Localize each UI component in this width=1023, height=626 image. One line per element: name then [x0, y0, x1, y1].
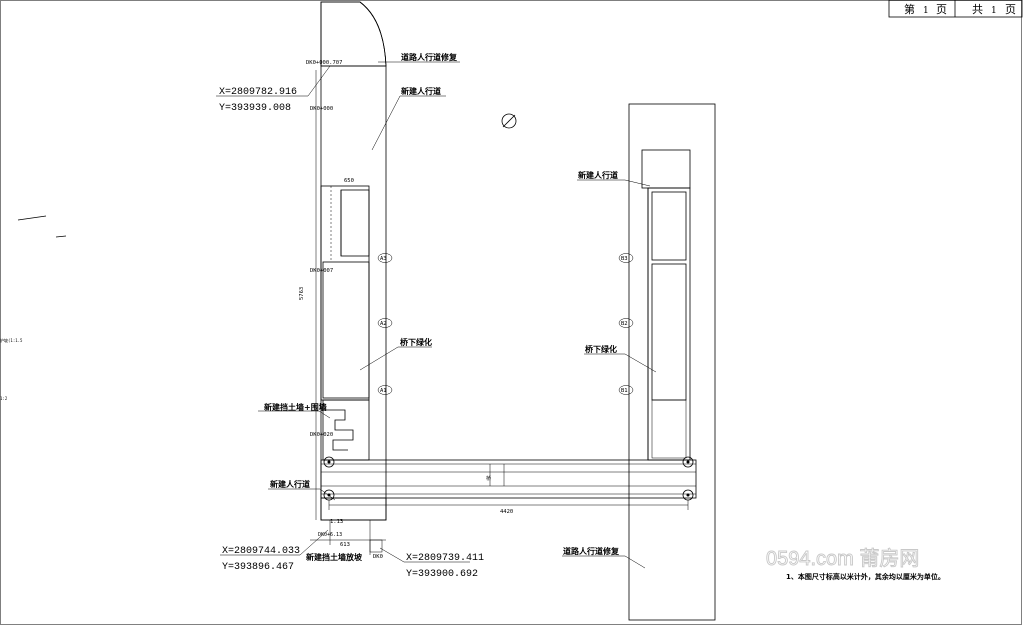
left-annotations: X=2809782.916 Y=393939.008 新建挡土墙+围墙 新建人行…	[216, 60, 484, 580]
axis-a1: A1	[380, 388, 387, 394]
axis-a3: A3	[380, 256, 387, 262]
drawing-note: 1、本图尺寸标高以米计外，其余均以厘米为单位。	[786, 572, 945, 581]
span-dimension: 4420	[500, 509, 513, 515]
north-arrow-icon	[501, 113, 517, 129]
label-road-repair-bottom: 道路人行道修复	[563, 546, 620, 556]
bridge-deck: 桥 4420	[320, 456, 697, 515]
stray-marks: 护坡(1:1.5 1:2	[0, 215, 67, 401]
total-suffix: 页	[1005, 3, 1016, 16]
station-s1: DK0+000.707	[306, 60, 342, 66]
label-new-sidewalk-bottom: 新建人行道	[270, 479, 310, 489]
label-retaining-slope: 新建挡土墙放坡	[306, 552, 363, 562]
coord-top-y: Y=393939.008	[219, 103, 291, 114]
bottom-offset: 1.13	[330, 519, 343, 525]
total-number: 1	[991, 6, 997, 16]
watermark: 0594.com 莆房网	[766, 547, 919, 570]
page-number: 1	[923, 6, 929, 16]
page-suffix: 页	[936, 3, 947, 16]
page-prefix: 第	[904, 2, 915, 16]
label-new-sidewalk-top: 新建人行道	[401, 86, 441, 96]
axis-markers: A3 A2 A1 B3 B2 B1	[377, 253, 634, 395]
bottom-left-detail: 1.13 613 DK0+6.13	[310, 497, 387, 555]
right-strip	[628, 103, 716, 621]
svg-text:护坡(1:1.5: 护坡(1:1.5	[0, 337, 23, 343]
label-new-sidewalk-right: 新建人行道	[578, 170, 618, 180]
axis-a2: A2	[380, 321, 387, 327]
svg-text:1:2: 1:2	[0, 396, 8, 401]
left-strip	[315, 1, 387, 521]
total-prefix: 共	[972, 3, 983, 16]
axis-b3: B3	[621, 256, 628, 262]
axis-b1: B1	[621, 388, 628, 394]
svg-text:桥: 桥	[486, 475, 491, 482]
svg-text:DK0+6.13: DK0+6.13	[318, 532, 342, 538]
label-retaining-wall: 新建挡土墙+围墙	[264, 402, 327, 412]
top-width: 650	[344, 178, 354, 184]
coord-br-x: X=2809739.411	[406, 553, 484, 564]
station-s5: DK0	[373, 554, 383, 560]
coord-br-y: Y=393900.692	[406, 569, 478, 580]
center-annotations: 道路人行道修复 新建人行道 桥下绿化	[359, 52, 460, 371]
title-block: 第 1 页 共 1 页	[888, 0, 1023, 18]
station-s3: DK0+007	[310, 268, 333, 274]
label-greening-left: 桥下绿化	[400, 337, 432, 347]
coord-top-x: X=2809782.916	[219, 87, 297, 98]
coord-bl-y: Y=393896.467	[222, 562, 294, 573]
bottom-width: 613	[340, 542, 350, 548]
length-vertical: 5763	[299, 287, 305, 300]
label-road-repair-top: 道路人行道修复	[401, 52, 458, 62]
coord-bl-x: X=2809744.033	[222, 546, 300, 557]
right-annotations: 新建人行道 桥下绿化 道路人行道修复	[562, 170, 657, 569]
station-s2: DK0+000	[310, 106, 333, 112]
axis-b2: B2	[621, 321, 628, 327]
station-s4: DK0+020	[310, 432, 333, 438]
label-greening-right: 桥下绿化	[585, 344, 617, 354]
